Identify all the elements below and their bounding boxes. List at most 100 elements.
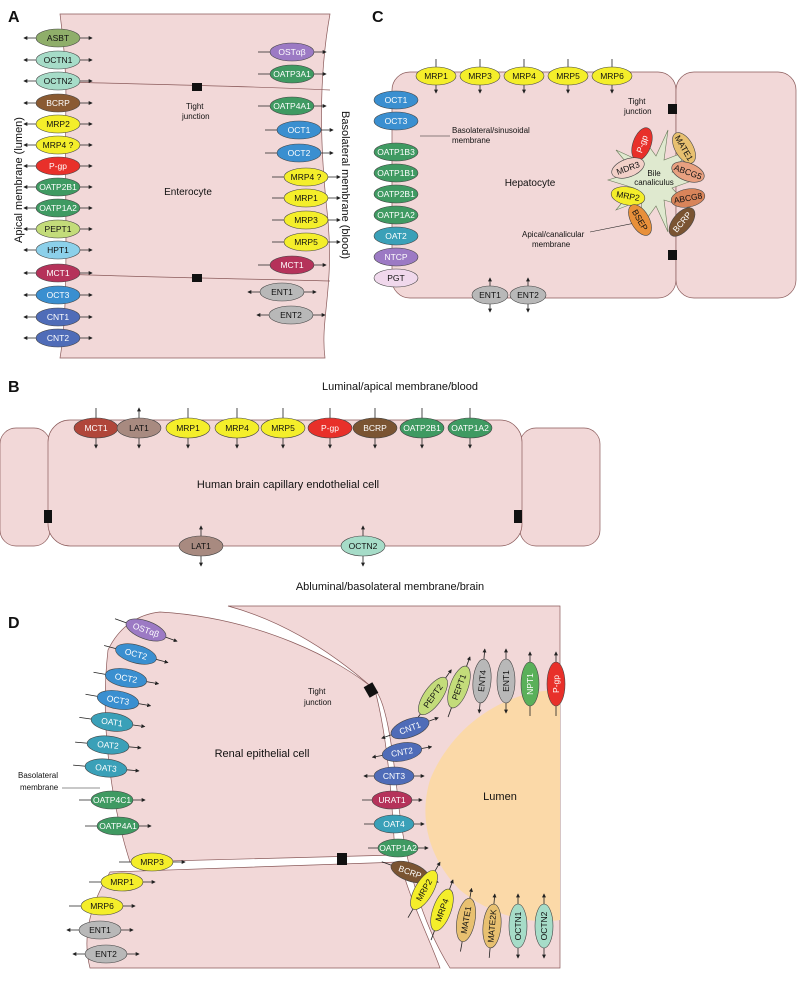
- c-top-mrp5-transporter: MRP5: [547, 59, 589, 94]
- a-apical-p-gp-shape: [35, 156, 81, 176]
- c-left-oatp1a2-transporter: OATP1A2: [373, 205, 419, 225]
- a-apical-mrp2-label: MRP2: [46, 119, 70, 129]
- b-top-lat1-transporter: LAT1: [116, 407, 162, 449]
- d-left-urat1-shape: [371, 790, 413, 810]
- enterocyte-label: Enterocyte: [164, 187, 212, 198]
- a-baso-mrp3-shape: [283, 210, 329, 230]
- d-baso-oat3-shape: [84, 758, 128, 778]
- c-canal-abcg8-label: ABCG8: [673, 191, 703, 206]
- b-top-p-gp-transporter: P-gp: [307, 408, 353, 449]
- d-left-oatp1a2-transporter: OATP1A2: [368, 838, 429, 858]
- d-lower-ent2-label: ENT2: [95, 949, 117, 959]
- neighbor-cell-b-left: [0, 427, 51, 547]
- c-left-oatp1a2-shape: [373, 205, 419, 225]
- d-bottom-mate1-label: MATE1: [459, 905, 474, 934]
- d-baso-oct3-label: OCT3: [106, 693, 130, 707]
- panel-b-letter: B: [8, 379, 20, 396]
- a-baso-mct1-transporter: MCT1: [258, 255, 327, 275]
- d-top-npt1-label: NPT1: [525, 673, 535, 695]
- c-canal-bcrp-shape: [668, 207, 696, 237]
- panel-d-letter: D: [8, 615, 20, 632]
- c-left-oct3-transporter: OCT3: [373, 111, 419, 131]
- c-canal-abcg8-transporter: ABCG8: [670, 188, 706, 208]
- d-lower-ent1-label: ENT1: [89, 925, 111, 935]
- a-apical-octn1-transporter: OCTN1: [23, 50, 93, 70]
- c-left-pgt-label: PGT: [387, 273, 404, 283]
- c-left-oct1-label: OCT1: [385, 95, 408, 105]
- a-apical-bcrp-shape: [35, 93, 81, 113]
- d-bottom-mate2k-shape: [482, 903, 502, 949]
- d-lower-ent1-shape: [78, 920, 122, 940]
- d-top-pept2-transporter: PEPT2: [414, 669, 452, 723]
- a-apical-pept1-transporter: PEPT1: [23, 219, 93, 239]
- d-top-pept1-transporter: PEPT1: [447, 656, 471, 718]
- c-left-oat2-transporter: OAT2: [373, 226, 419, 246]
- a-apical-cnt1-transporter: CNT1: [23, 307, 93, 327]
- c-canal-mate1-transporter: MATE1: [672, 132, 696, 164]
- a-apical-octn2-label: OCTN2: [44, 76, 73, 86]
- c-top-mrp4-transporter: MRP4: [503, 59, 545, 94]
- abluminal-label: Abluminal/basolateral membrane/brain: [296, 581, 484, 593]
- c-left-ntcp-transporter: NTCP: [373, 247, 419, 267]
- d-lower-mrp1-shape: [100, 872, 144, 892]
- a-apical-oatp1a2-transporter: OATP1A2: [23, 198, 93, 218]
- panel-c-letter: C: [372, 9, 384, 26]
- c-canal-mate1-shape: [672, 132, 696, 164]
- d-bottom-mrp4-transporter: MRP4: [430, 879, 454, 941]
- a-apical-mrp4-shape: [35, 135, 81, 155]
- a-baso-mrp5-shape: [283, 232, 329, 252]
- a-baso-oct1-label: OCT1: [288, 125, 311, 135]
- c-bottom-ent2-label: ENT2: [517, 290, 539, 300]
- a-apical-mct1-shape: [35, 263, 81, 283]
- a-baso-ost-transporter: OSTαβ: [258, 42, 327, 62]
- d-left-cnt3-transporter: CNT3: [363, 766, 425, 786]
- d-lower-mrp3-transporter: MRP3: [119, 852, 186, 872]
- a-apical-oct3-shape: [35, 285, 81, 305]
- a-baso-mrp3-transporter: MRP3: [272, 210, 341, 230]
- d-bottom-octn2-shape: [534, 903, 554, 949]
- b-bottom-lat1-shape: [178, 535, 224, 557]
- b-top-lat1-shape: [116, 417, 162, 439]
- a-apical-asbt-transporter: ASBT: [23, 28, 93, 48]
- d-top-npt1-shape: [520, 661, 540, 707]
- c-top-mrp4-shape: [503, 66, 545, 86]
- d-top-pept1-shape: [447, 665, 471, 709]
- a-baso-oatp3a1-transporter: OATP3A1: [258, 64, 327, 84]
- c-bottom-ent1-label: ENT1: [479, 290, 501, 300]
- tight-junction-c-1: [668, 104, 677, 114]
- tight-junction-d-2: [337, 853, 347, 865]
- a-apical-hpt1-label: HPT1: [47, 245, 69, 255]
- a-apical-oct3-label: OCT3: [47, 290, 70, 300]
- a-baso-mrp5-label: MRP5: [294, 237, 318, 247]
- a-baso-ent1-transporter: ENT1: [247, 282, 317, 302]
- a-baso-oct1-shape: [276, 120, 322, 140]
- d-baso-oct2-transporter: OCT2: [104, 643, 169, 665]
- d-baso-oatp4a1-label: OATP4A1: [99, 821, 137, 831]
- d-left-oatp1a2-label: OATP1A2: [379, 843, 417, 853]
- d-baso-oatp4c1-transporter: OATP4C1: [79, 790, 146, 810]
- c-canal-mdr3-transporter: MDR3: [611, 157, 645, 179]
- c-left-oatp1b1-label: OATP1B1: [377, 168, 415, 178]
- d-lower-mrp1-transporter: MRP1: [89, 872, 156, 892]
- c-left-oatp1b3-label: OATP1B3: [377, 147, 415, 157]
- d-left-cnt2-label: CNT2: [390, 745, 414, 759]
- d-baso-oat2-transporter: OAT2: [75, 735, 142, 755]
- d-top-ent1-transporter: ENT1: [496, 648, 516, 714]
- lumen: [425, 690, 560, 922]
- a-baso-mct1-label: MCT1: [280, 260, 303, 270]
- b-top-oatp1a2-label: OATP1A2: [451, 423, 489, 433]
- b-top-mrp5-label: MRP5: [271, 423, 295, 433]
- a-baso-ost-shape: [269, 42, 315, 62]
- d-baso-ost-shape: [125, 618, 167, 642]
- c-top-mrp3-transporter: MRP3: [459, 59, 501, 94]
- b-top-oatp1a2-transporter: OATP1A2: [447, 408, 493, 449]
- c-top-mrp4-label: MRP4: [512, 71, 536, 81]
- a-baso-mrp1-shape: [283, 188, 329, 208]
- a-baso-ent2-transporter: ENT2: [256, 305, 326, 325]
- c-top-mrp5-shape: [547, 66, 589, 86]
- d-baso-oat1-label: OAT1: [101, 716, 124, 729]
- c-canal-abcg5-shape: [671, 161, 705, 183]
- c-left-pgt-shape: [373, 268, 419, 288]
- b-top-mrp5-shape: [260, 417, 306, 439]
- a-baso-oatp4a1-transporter: OATP4A1: [258, 96, 327, 116]
